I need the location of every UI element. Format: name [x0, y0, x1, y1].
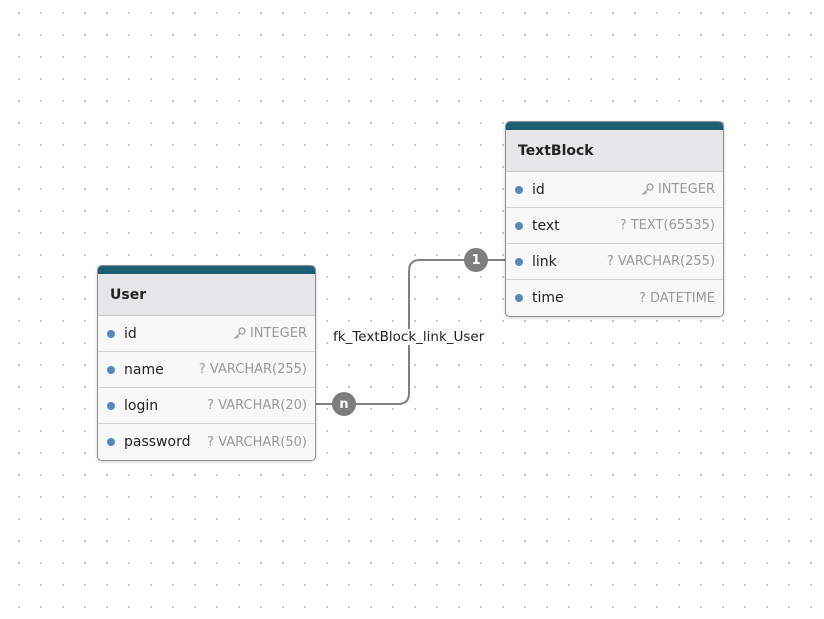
table-textblock[interactable]: TextBlock id INTEGER text ? TEXT(65535) [505, 121, 724, 317]
column-type-label: INTEGER [249, 326, 307, 341]
column-type-label: ? VARCHAR(50) [207, 434, 307, 450]
column-row-text[interactable]: text ? TEXT(65535) [506, 208, 723, 244]
column-row-time[interactable]: time ? DATETIME [506, 280, 723, 316]
cardinality-badge-one: 1 [464, 248, 488, 272]
cardinality-label: 1 [471, 252, 481, 268]
column-dot-icon [107, 401, 115, 410]
column-name: login [124, 397, 159, 414]
column-name: time [532, 290, 564, 306]
column-type-label: INTEGER [657, 182, 715, 197]
column-type-label: ? DATETIME [638, 290, 715, 306]
column-dot-icon [515, 257, 523, 266]
column-type-label: ? VARCHAR(255) [198, 362, 307, 377]
column-type: INTEGER [233, 326, 307, 341]
column-row-id[interactable]: id INTEGER [98, 316, 315, 352]
table-title[interactable]: TextBlock [506, 130, 723, 172]
column-row-login[interactable]: login ? VARCHAR(20) [98, 388, 315, 424]
column-row-link[interactable]: link ? VARCHAR(255) [506, 244, 723, 280]
column-type-label: ? VARCHAR(255) [606, 254, 715, 269]
column-dot-icon [515, 185, 523, 194]
table-user[interactable]: User id INTEGER name ? VARCHAR(255) l [97, 265, 316, 461]
cardinality-badge-many: n [332, 392, 356, 416]
column-row-id[interactable]: id INTEGER [506, 172, 723, 208]
column-dot-icon [515, 221, 523, 230]
key-icon [641, 183, 654, 196]
column-name: id [532, 181, 545, 198]
column-name: password [124, 434, 191, 450]
column-name: name [124, 361, 164, 378]
cardinality-label: n [339, 396, 349, 412]
column-type: INTEGER [641, 182, 715, 197]
table-title-label: User [110, 286, 147, 303]
table-header-bar [98, 266, 315, 274]
relationship-label[interactable]: fk_TextBlock_link_User [332, 329, 486, 345]
table-title-label: TextBlock [518, 142, 594, 159]
column-row-name[interactable]: name ? VARCHAR(255) [98, 352, 315, 388]
column-dot-icon [107, 438, 115, 446]
column-dot-icon [107, 329, 115, 338]
column-type-label: ? VARCHAR(20) [207, 398, 307, 413]
column-type-label: ? TEXT(65535) [619, 218, 715, 233]
table-title[interactable]: User [98, 274, 315, 316]
column-name: link [532, 253, 557, 270]
column-dot-icon [515, 294, 523, 302]
key-icon [233, 327, 246, 340]
column-dot-icon [107, 365, 115, 374]
column-name: text [532, 217, 560, 234]
column-row-password[interactable]: password ? VARCHAR(50) [98, 424, 315, 460]
table-header-bar [506, 122, 723, 130]
column-name: id [124, 325, 137, 342]
